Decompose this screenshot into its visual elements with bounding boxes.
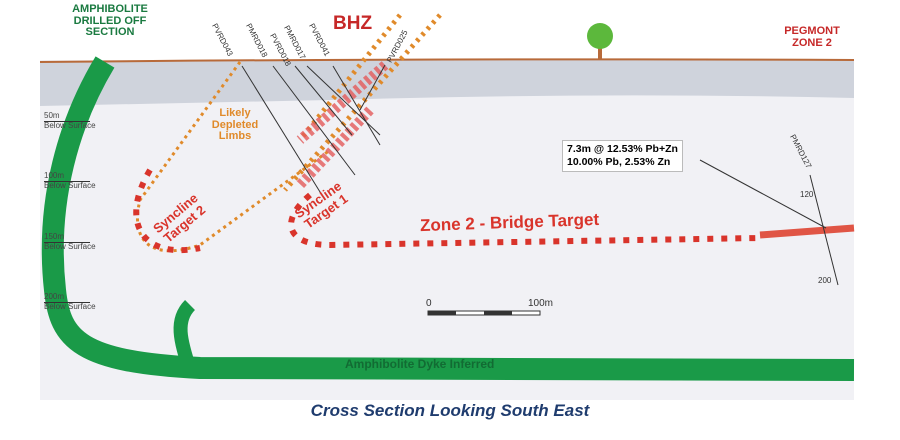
hole-depth-label: 120: [800, 190, 814, 199]
dyke-hook: [173, 300, 197, 373]
amphibolite-dyke: [41, 56, 855, 381]
scale-bar: [427, 310, 541, 316]
depleted-limb: [136, 61, 331, 253]
ground-surface: [39, 58, 855, 63]
bhz-ore-body: [296, 61, 389, 189]
hole-depth-label: 200: [818, 276, 832, 285]
scale-start-label: 0: [426, 298, 432, 309]
scale-end-label: 100m: [528, 298, 554, 309]
bridge-target-intercept: [759, 224, 855, 239]
drill-hole-traces: [241, 64, 839, 286]
depleted-limbs-label: Likely Depleted Limbs: [211, 107, 259, 143]
cover-layer: [40, 59, 854, 106]
dyke-label: Amphibolite Dyke Inferred: [345, 357, 495, 371]
syncline-target-1: [288, 192, 761, 249]
syncline-target-2: [133, 168, 201, 253]
bhz-label: BHZ: [333, 13, 373, 34]
limb-outline: [283, 13, 442, 192]
figure-caption: Cross Section Looking South East: [310, 401, 590, 420]
pegmont-zone-2-label: PEGMONT ZONE 2: [784, 25, 840, 49]
tree-icon: [587, 23, 613, 60]
amphibolite-section-label: AMPHIBOLITE DRILLED OFF SECTION: [72, 3, 148, 39]
